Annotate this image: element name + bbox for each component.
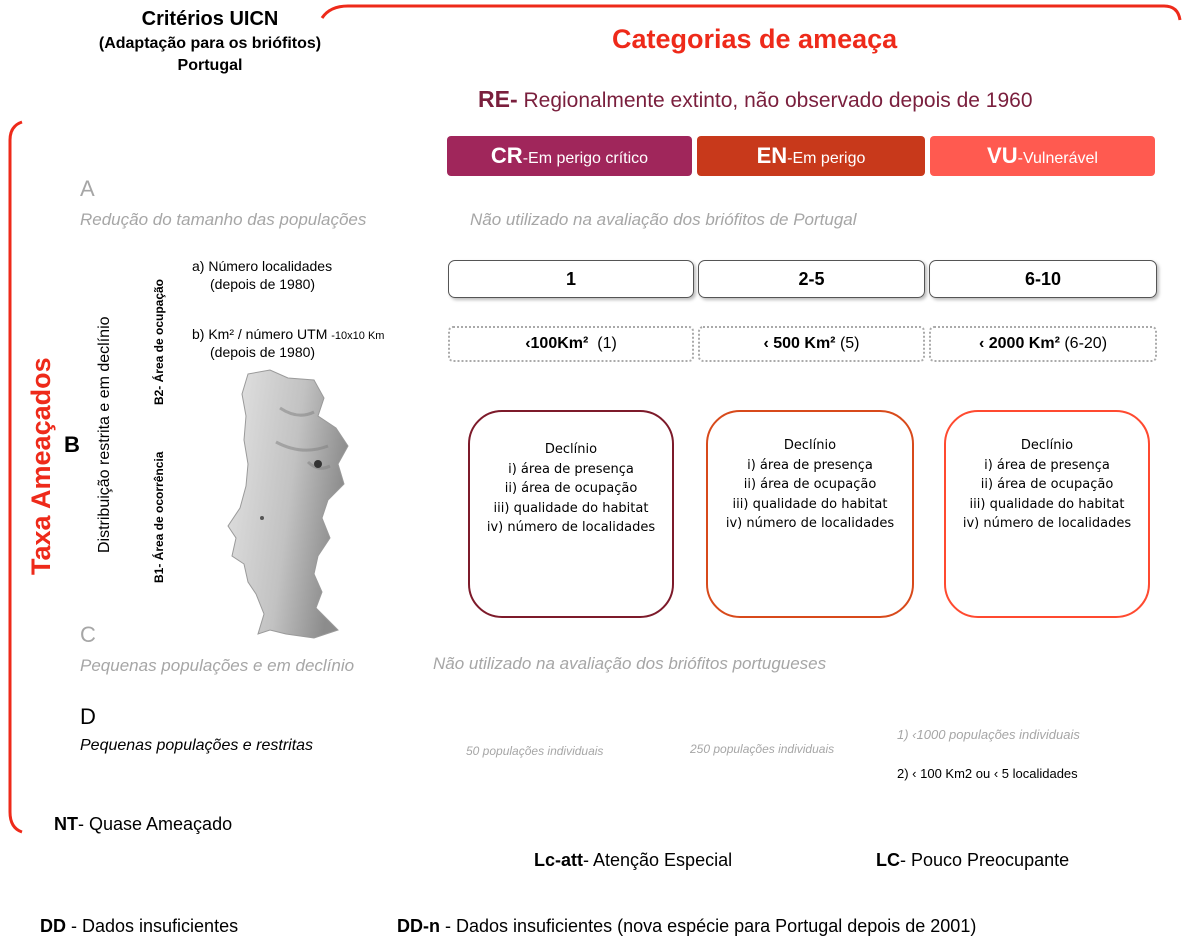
criterion-b-vertical: Distribuição restrita e em declínio <box>96 316 113 553</box>
row-b-label-small: -10x10 Km <box>331 330 385 342</box>
row-b-cr-extra: (1) <box>597 335 617 352</box>
category-vu-label: -Vulnerável <box>1017 150 1098 167</box>
lc-code: LC <box>876 850 900 870</box>
criterion-d-en-value: 250 populações individuais <box>690 742 835 756</box>
decline-vu-item: ii) área de ocupação <box>980 477 1114 492</box>
row-b-label: b) Km² / número UTM -10x10 Km <box>192 326 384 342</box>
row-b-sub: (depois de 1980) <box>210 344 316 360</box>
decline-en-item: i) área de presença <box>747 457 873 473</box>
row-a-label: a) Número localidades <box>192 258 333 274</box>
decline-vu-item: i) área de presença <box>984 457 1110 473</box>
category-vu-code: VU <box>987 143 1018 168</box>
dd-code: DD <box>40 916 66 936</box>
dd-line: DD - Dados insuficientes <box>40 916 238 937</box>
decline-vu-item: iii) qualidade do habitat <box>969 496 1125 512</box>
category-cr-code: CR <box>490 143 523 168</box>
row-b-cr-main: ‹100Km² <box>525 335 589 352</box>
lc-text: - Pouco Preocupante <box>900 850 1070 870</box>
nt-text: - Quase Ameaçado <box>78 814 233 834</box>
row-b-vu-extra: (6-20) <box>1064 335 1108 352</box>
criterion-d-vu-value2: 2) ‹ 100 Km2 ou ‹ 5 localidades <box>897 766 1078 781</box>
re-text: Regionalmente extinto, não observado dep… <box>523 89 1033 112</box>
criterion-b1-label: B1- Área de ocorrência <box>152 451 166 583</box>
portugal-map-image <box>227 369 349 639</box>
category-cr: CR-Em perigo crítico <box>447 136 692 176</box>
category-vu: VU-Vulnerável <box>930 136 1155 176</box>
row-b-en-extra: (5) <box>839 335 860 352</box>
row-a-cr: 1 <box>448 260 694 298</box>
nt-line: NT- Quase Ameaçado <box>54 814 232 835</box>
decline-en-item: iii) qualidade do habitat <box>732 496 888 512</box>
decline-vu-item: iv) número de localidades <box>962 516 1132 531</box>
decline-cr-item: iv) número de localidades <box>486 520 656 535</box>
re-line: RE- Regionalmente extinto, não observado… <box>478 86 1033 113</box>
decline-en-title: Declínio <box>783 438 837 453</box>
criteria-header: Critérios UICN (Adaptação para os briófi… <box>60 8 360 75</box>
ddn-text: - Dados insuficientes (nova espécie para… <box>440 916 977 936</box>
criteria-subtitle: (Adaptação para os briófitos) <box>98 35 322 52</box>
row-a-vu: 6-10 <box>929 260 1157 298</box>
decline-cr-item: ii) área de ocupação <box>504 481 638 496</box>
threatened-label: Taxa Ameaçados <box>26 357 56 575</box>
category-en-label: -Em perigo <box>787 150 866 167</box>
criterion-d-letter: D <box>80 704 96 729</box>
criterion-a-letter: A <box>80 176 95 201</box>
row-b-vu-main: ‹ 2000 Km² <box>978 335 1060 352</box>
criterion-b-letter: B <box>64 432 80 457</box>
criterion-c-note: Não utilizado na avaliação dos briófitos… <box>433 654 827 673</box>
decline-cr-item: i) área de presença <box>508 461 634 477</box>
ddn-line: DD-n - Dados insuficientes (nova espécie… <box>397 916 976 937</box>
nt-code: NT <box>54 814 78 834</box>
row-b-label-main: b) Km² / número UTM <box>192 326 332 342</box>
decline-vu-title: Declínio <box>1020 438 1074 453</box>
criterion-c-desc: Pequenas populações e em declínio <box>80 656 355 675</box>
row-b-en-main: ‹ 500 Km² <box>763 335 836 352</box>
decline-en-item: ii) área de ocupação <box>743 477 877 492</box>
dd-text: - Dados insuficientes <box>66 916 239 936</box>
row-b-cr: ‹100Km² (1) <box>448 326 694 362</box>
categories-title: Categorias de ameaça <box>612 24 898 54</box>
row-a-sub: (depois de 1980) <box>210 276 316 292</box>
lcatt-text: - Atenção Especial <box>583 850 733 870</box>
category-en: EN-Em perigo <box>697 136 925 176</box>
criterion-a-note: Não utilizado na avaliação dos briófitos… <box>470 210 857 229</box>
category-cr-label: -Em perigo crítico <box>522 150 649 167</box>
criterion-c-letter: C <box>80 622 96 647</box>
criterion-d-desc: Pequenas populações e restritas <box>80 737 314 754</box>
decline-cr-title: Declínio <box>544 442 598 457</box>
category-en-code: EN <box>756 143 788 168</box>
row-b-en: ‹ 500 Km² (5) <box>698 326 925 362</box>
criterion-a-desc: Redução do tamanho das populações <box>80 210 367 229</box>
lc-line: LC- Pouco Preocupante <box>876 850 1069 871</box>
decline-box-vu: Declínio i) área de presença ii) área de… <box>944 410 1150 618</box>
row-b-vu: ‹ 2000 Km² (6-20) <box>929 326 1157 362</box>
decline-box-cr: Declínio i) área de presença ii) área de… <box>468 410 674 618</box>
row-a-en: 2-5 <box>698 260 925 298</box>
lcatt-line: Lc-att- Atenção Especial <box>534 850 732 871</box>
left-bracket <box>8 120 23 834</box>
decline-box-en: Declínio i) área de presença ii) área de… <box>706 410 914 618</box>
decline-en-item: iv) número de localidades <box>725 516 895 531</box>
re-code: RE- <box>478 86 518 112</box>
ddn-code: DD-n <box>397 916 440 936</box>
lcatt-code: Lc-att <box>534 850 583 870</box>
criterion-d-cr-value: 50 populações individuais <box>466 744 604 758</box>
criterion-b2-label: B2- Área de ocupação <box>152 278 166 406</box>
criteria-country: Portugal <box>177 57 243 74</box>
decline-cr-item: iii) qualidade do habitat <box>493 500 649 516</box>
top-bracket <box>320 4 1182 21</box>
criteria-title: Critérios UICN <box>141 8 279 30</box>
criterion-d-vu-value1: 1) ‹1000 populações individuais <box>897 727 1080 742</box>
